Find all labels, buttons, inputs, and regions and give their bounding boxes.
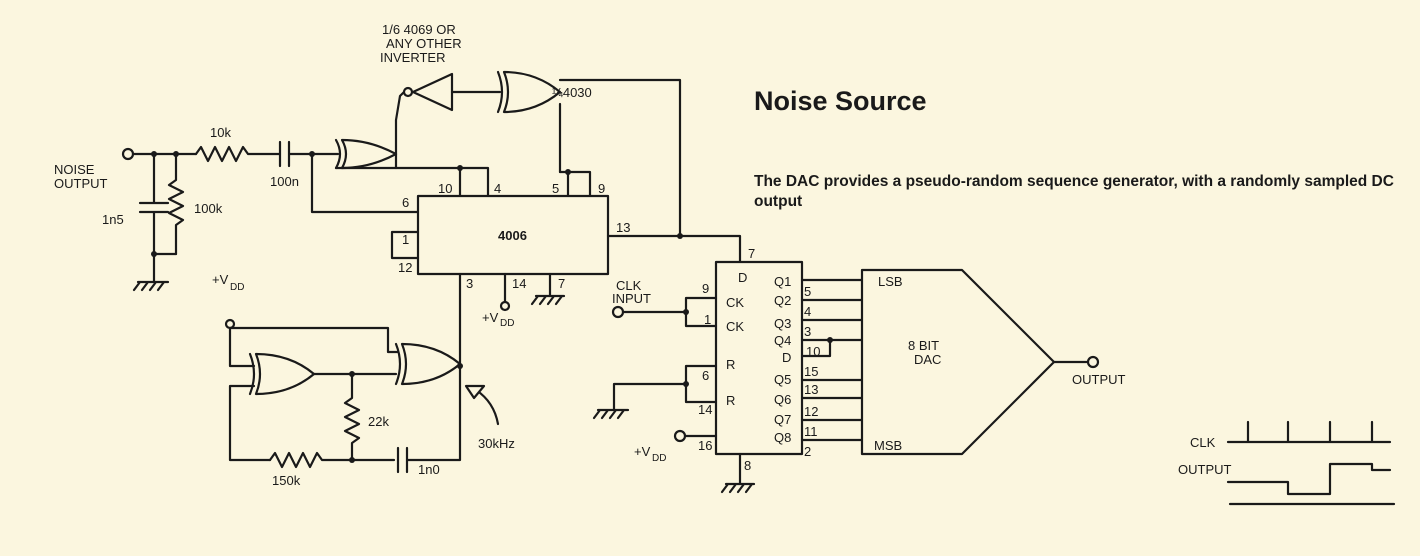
pin-3-label: 3 xyxy=(466,276,473,291)
chip-4006-label: 4006 xyxy=(498,228,527,243)
resistor-22k xyxy=(343,372,361,462)
pin-6-label: 6 xyxy=(402,195,409,210)
pin-14-label: 14 xyxy=(512,276,526,291)
register-pin-2-label: 2 xyxy=(804,444,811,459)
vdd-bottom-label: +V xyxy=(634,444,651,459)
register-pin-10-label: 10 xyxy=(806,344,820,359)
resistor-10k-label: 10k xyxy=(210,125,231,140)
noise-output-terminal xyxy=(121,147,135,161)
register-pin-9-label: 9 xyxy=(702,281,709,296)
capacitor-1n5 xyxy=(138,152,170,256)
noise-output-label-2: OUTPUT xyxy=(54,176,108,191)
dac-block xyxy=(860,268,1056,456)
capacitor-100n-label: 100n xyxy=(270,174,299,189)
page-description: The DAC provides a pseudo-random sequenc… xyxy=(754,173,1394,210)
capacitor-1n5-label: 1n5 xyxy=(102,212,124,227)
register-pin-15-label: 15 xyxy=(804,364,818,379)
register-pin-5-label: 5 xyxy=(804,284,811,299)
resistor-100k-label: 100k xyxy=(194,201,223,216)
reg-right-label-q1: Q1 xyxy=(774,274,791,289)
pin-7-label: 7 xyxy=(558,276,565,291)
pin-4-label: 4 xyxy=(494,181,501,196)
vdd-left-label: +V xyxy=(212,272,229,287)
reg-left-label-r1: R xyxy=(726,357,735,372)
inverter-note-2: ANY OTHER xyxy=(386,36,462,51)
resistor-150k xyxy=(268,451,396,469)
output-label: OUTPUT xyxy=(1072,372,1126,387)
xor-gate-feedback xyxy=(334,138,398,170)
register-pin-7-label: 7 xyxy=(748,246,755,261)
vdd-mid-sub: DD xyxy=(500,318,514,329)
lsb-label: LSB xyxy=(878,274,903,289)
pin-1-label: 1 xyxy=(402,232,409,247)
register-pin-16-label: 16 xyxy=(698,438,712,453)
vdd-mid-label: +V xyxy=(482,310,499,325)
ground-symbol-4006 xyxy=(530,294,566,306)
capacitor-1n0-label: 1n0 xyxy=(418,462,440,477)
clk-input-label-2: INPUT xyxy=(612,291,651,306)
vdd-terminal-bottom xyxy=(673,429,687,443)
ground-symbol-register xyxy=(592,408,630,420)
pin-9-label: 9 xyxy=(598,181,605,196)
register-pin-4-label: 4 xyxy=(804,304,811,319)
clk-input-label-1: CLK xyxy=(616,278,642,293)
reg-right-label-q3: Q3 xyxy=(774,316,791,331)
reg-left-label-d: D xyxy=(738,270,747,285)
reg-left-label-r2: R xyxy=(726,393,735,408)
vdd-terminal-left xyxy=(224,318,236,330)
reg-right-label-q2: Q2 xyxy=(774,293,791,308)
register-pin-14-label: 14 xyxy=(698,402,712,417)
ground-symbol-register-2 xyxy=(720,482,756,494)
msb-label: MSB xyxy=(874,438,902,453)
inverter-gate xyxy=(402,72,454,112)
ground-symbol-left xyxy=(132,252,170,292)
xor-gate-osc-left xyxy=(248,352,316,396)
frequency-arrow xyxy=(464,384,500,426)
frequency-label: 30kHz xyxy=(478,436,515,451)
resistor-22k-label: 22k xyxy=(368,414,389,429)
reg-right-label-q5: Q5 xyxy=(774,372,791,387)
pin-12-label: 12 xyxy=(398,260,412,275)
timing-diagram xyxy=(1226,420,1396,506)
register-pin-1-label: 1 xyxy=(704,312,711,327)
noise-output-label-1: NOISE xyxy=(54,162,95,177)
pin-5-label: 5 xyxy=(552,181,559,196)
resistor-10k xyxy=(194,145,282,163)
clk-input-terminal xyxy=(611,305,625,319)
reg-right-label-q4: Q4 xyxy=(774,333,791,348)
reg-left-label-ck2: CK xyxy=(726,319,744,334)
register-pin-6-label: 6 xyxy=(702,368,709,383)
timing-output-label: OUTPUT xyxy=(1178,462,1232,477)
dac-label-2: DAC xyxy=(914,352,941,367)
page-title: Noise Source xyxy=(754,86,927,116)
resistor-150k-label: 150k xyxy=(272,473,301,488)
vdd-bottom-sub: DD xyxy=(652,453,666,464)
inverter-note-3: INVERTER xyxy=(380,50,446,65)
register-pin-3-label: 3 xyxy=(804,324,811,339)
xor-gate-osc-right xyxy=(394,342,462,386)
pin-13-label: 13 xyxy=(616,220,630,235)
vdd-left-sub: DD xyxy=(230,282,244,293)
register-pin-11-label: 11 xyxy=(804,424,818,439)
output-terminal xyxy=(1086,355,1100,369)
reg-right-label-d: D xyxy=(782,350,791,365)
dac-label-1: 8 BIT xyxy=(908,338,939,353)
reg-right-label-q6: Q6 xyxy=(774,392,791,407)
resistor-100k xyxy=(167,152,185,256)
shift-register-chip xyxy=(714,260,804,456)
pin-10-label: 10 xyxy=(438,181,452,196)
inverter-note-1: 1/6 4069 OR xyxy=(382,22,456,37)
xor-gate-4030 xyxy=(496,70,562,114)
register-pin-13-label: 13 xyxy=(804,382,818,397)
register-pin-12-label: 12 xyxy=(804,404,818,419)
reg-right-label-q8: Q8 xyxy=(774,430,791,445)
reg-right-label-q7: Q7 xyxy=(774,412,791,427)
xor-4030-label: ¼4030 xyxy=(552,85,592,100)
timing-clk-label: CLK xyxy=(1190,435,1216,450)
capacitor-1n0 xyxy=(396,364,462,474)
reg-left-label-ck1: CK xyxy=(726,295,744,310)
register-pin-8-label: 8 xyxy=(744,458,751,473)
